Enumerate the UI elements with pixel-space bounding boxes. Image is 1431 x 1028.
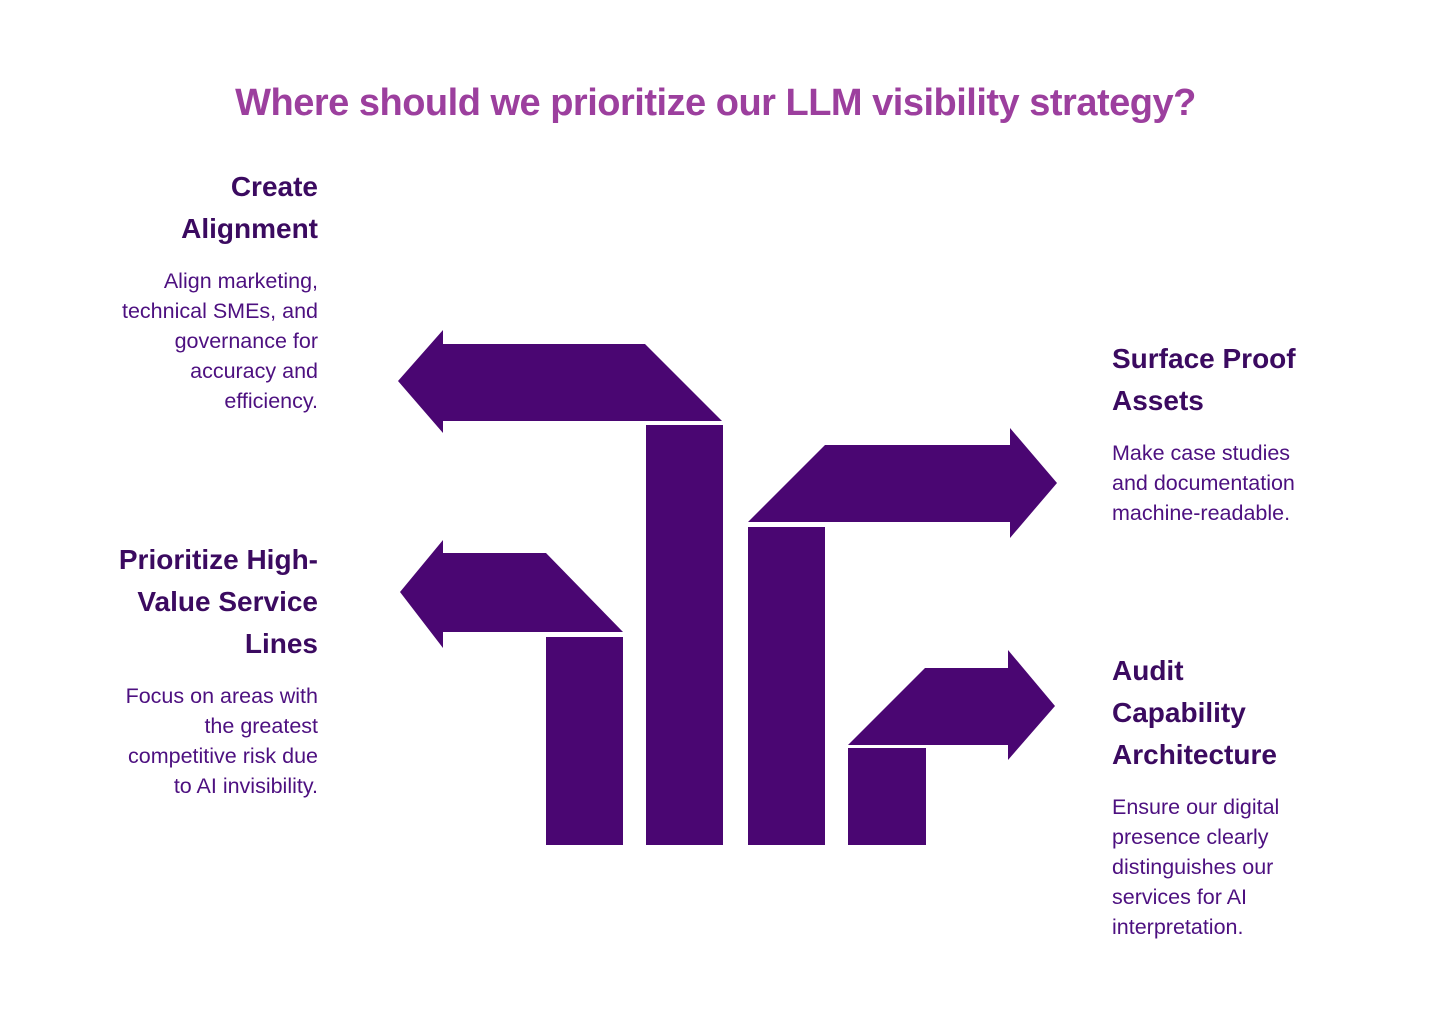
bent-arrow-lower-right-icon [848, 650, 1055, 760]
section-prioritize-high-value: Prioritize High- Value Service Lines Foc… [78, 539, 318, 801]
section-body: Align marketing, technical SMEs, and gov… [122, 269, 318, 413]
bent-arrow-upper-right-icon [748, 428, 1057, 538]
section-audit-capability-architecture: Audit Capability Architecture Ensure our… [1112, 650, 1362, 942]
bent-arrow-lower-left-column [546, 637, 623, 845]
page-title: Where should we prioritize our LLM visib… [235, 82, 1196, 124]
bent-arrow-lower-right-column [848, 748, 926, 845]
section-heading: Audit Capability Architecture [1112, 655, 1277, 770]
section-body: Focus on areas with the greatest competi… [125, 684, 318, 798]
bent-arrow-upper-right-column [748, 527, 825, 845]
section-body: Make case studies and documentation mach… [1112, 441, 1295, 525]
bent-arrow-lower-left-icon [400, 540, 623, 648]
section-heading: Create Alignment [181, 171, 318, 244]
section-heading: Surface Proof Assets [1112, 343, 1296, 416]
section-create-alignment: Create Alignment Align marketing, techni… [78, 166, 318, 416]
section-surface-proof-assets: Surface Proof Assets Make case studies a… [1112, 338, 1362, 528]
section-heading: Prioritize High- Value Service Lines [118, 544, 318, 659]
bent-arrow-upper-left-column [646, 425, 723, 845]
section-body: Ensure our digital presence clearly dist… [1112, 795, 1280, 939]
bent-arrow-upper-left-icon [398, 330, 722, 433]
